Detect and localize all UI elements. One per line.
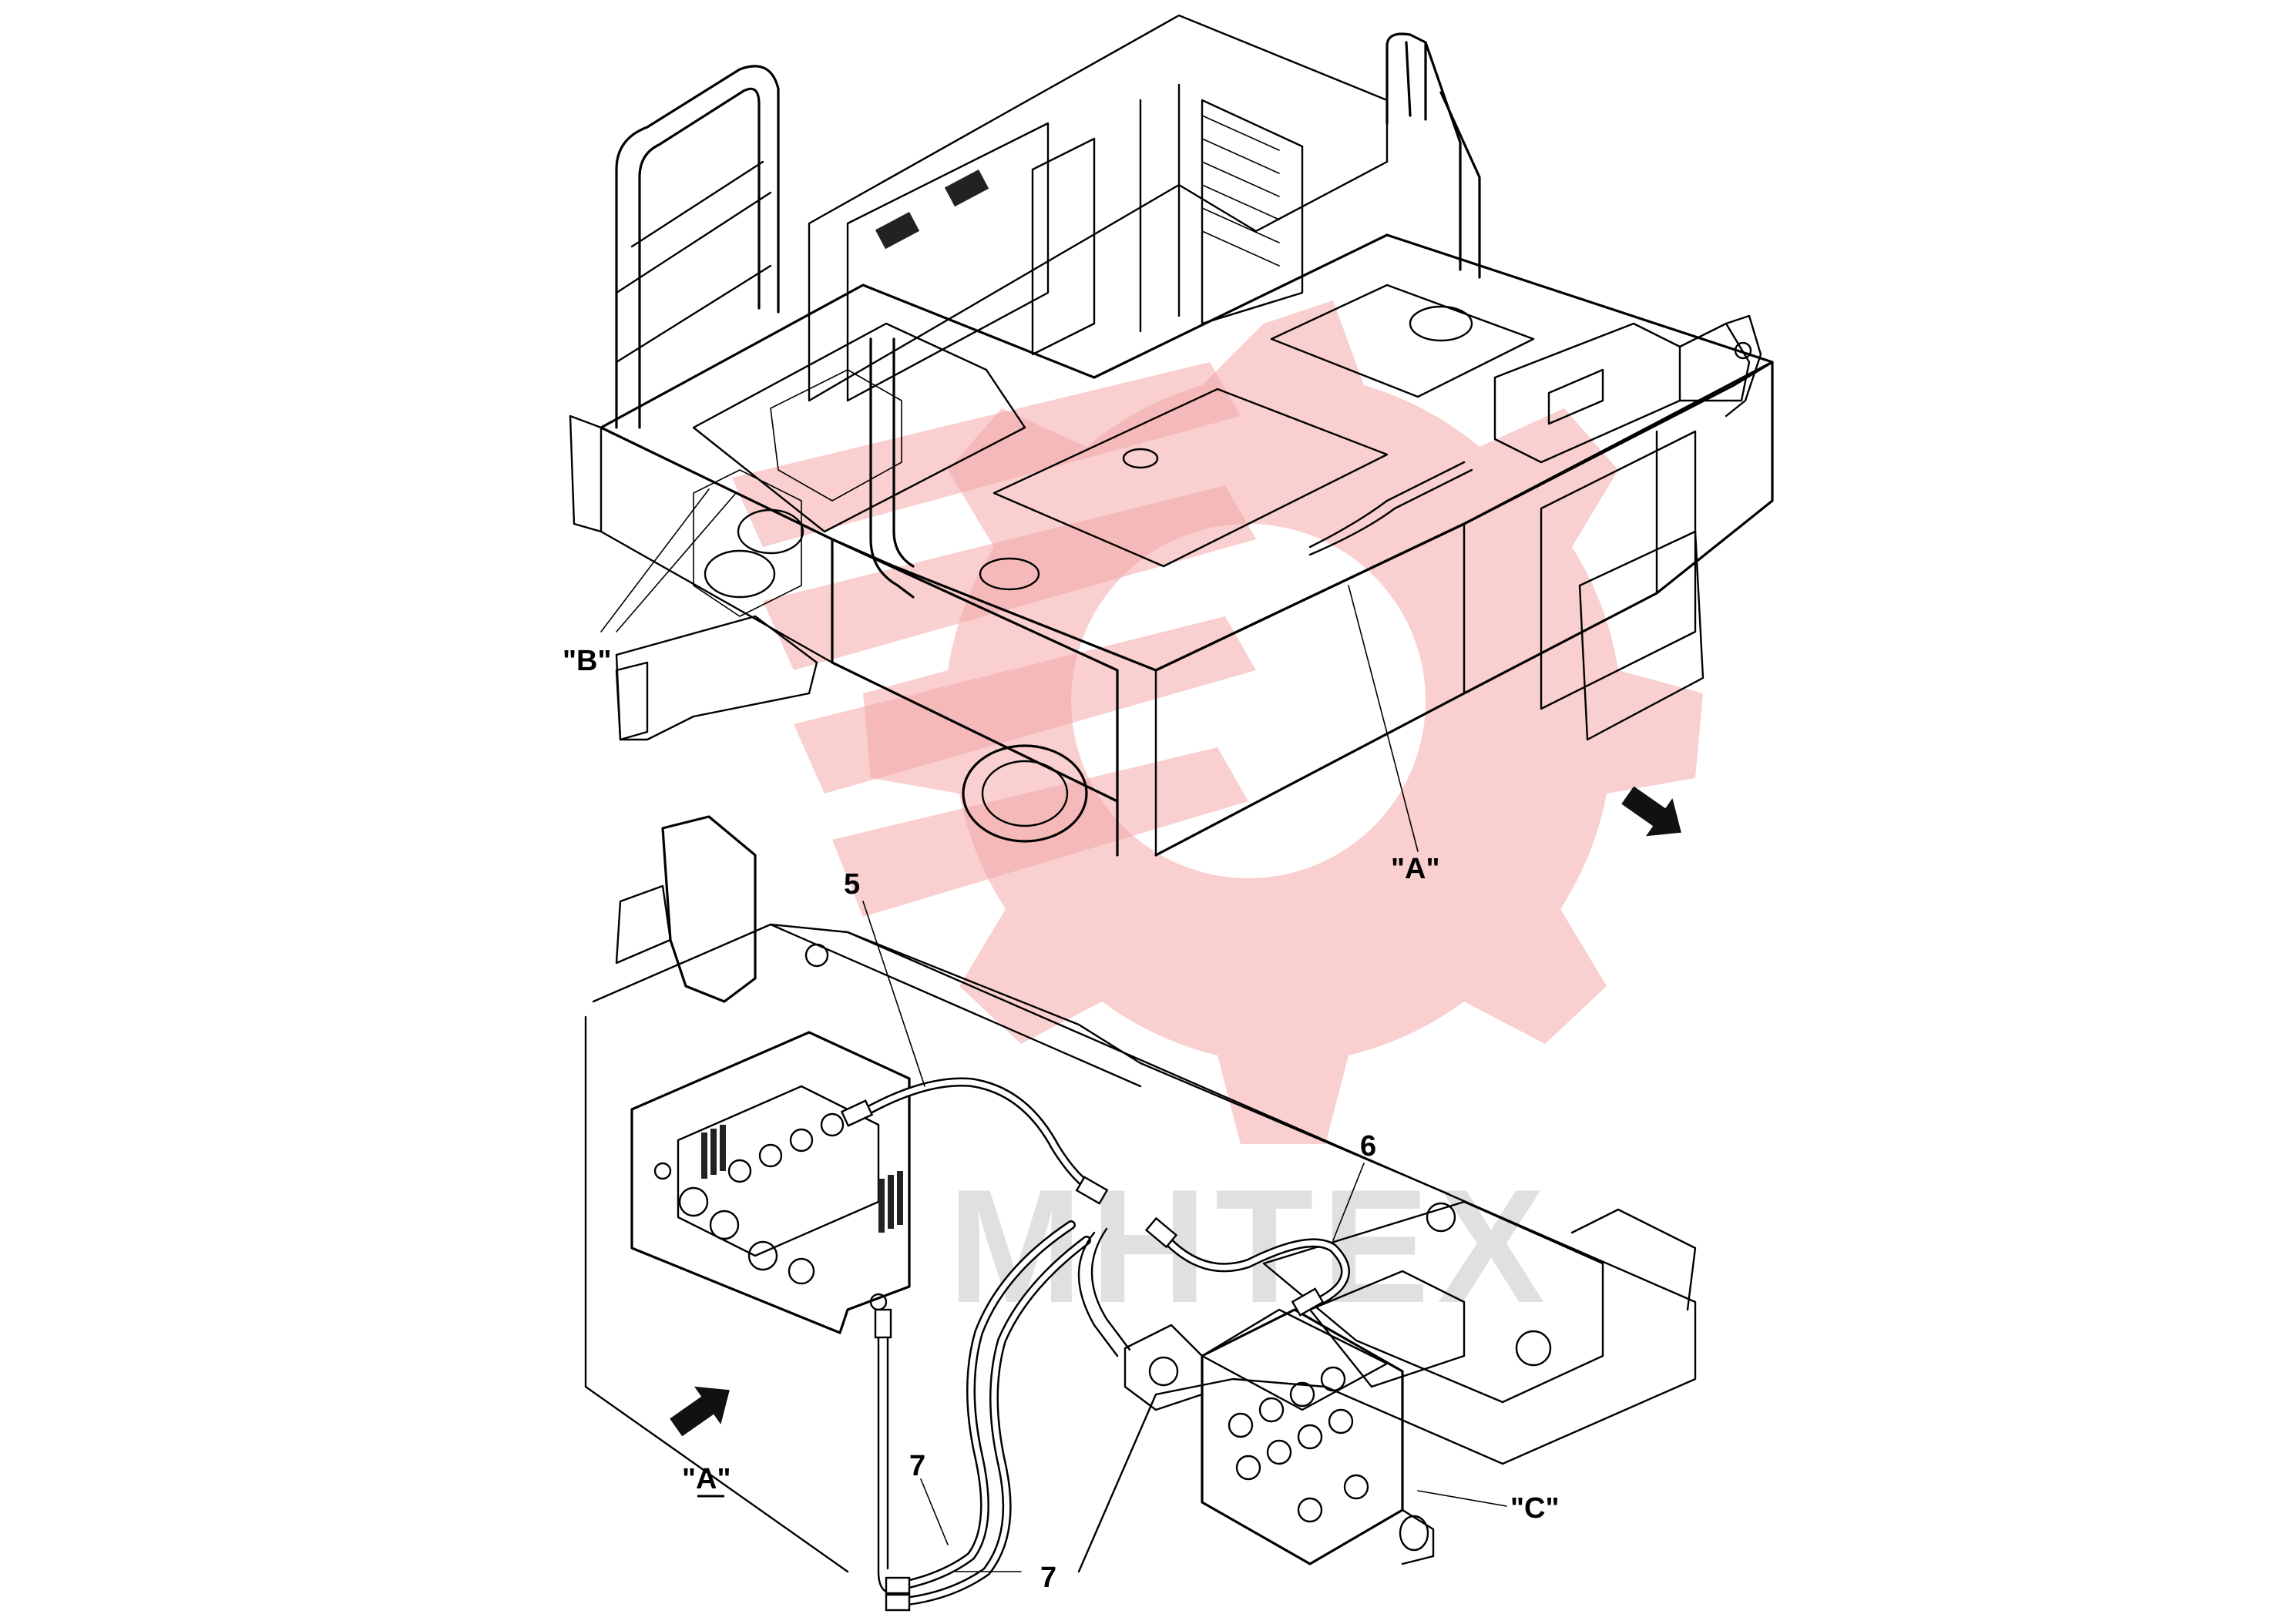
callout-5: 5 — [844, 868, 860, 901]
hydraulic-pump-group — [569, 369, 902, 741]
hose-5 — [840, 1077, 1109, 1205]
callout-7-upper: 7 — [909, 1450, 925, 1482]
left-valve-manifold — [630, 1031, 911, 1334]
view-label-a: "A" — [682, 1463, 731, 1495]
machine-frame-iso-view — [569, 14, 1774, 857]
callout-7-lower: 7 — [1040, 1562, 1056, 1594]
right-guard-rail — [1385, 32, 1481, 279]
hose-7-pair — [874, 1220, 1091, 1612]
watermark-gear-logo — [732, 300, 1703, 1144]
detail-a-view — [584, 815, 1697, 1612]
hose-6 — [1144, 1216, 1350, 1317]
upper-hose-bundle — [1308, 461, 1473, 556]
leader-lines — [600, 488, 1507, 1572]
callout-c: "C" — [1510, 1492, 1559, 1525]
right-valve-manifold — [1123, 1308, 1435, 1565]
callout-a: "A" — [1391, 853, 1439, 885]
callout-b: "B" — [563, 645, 611, 677]
engine-housing — [808, 14, 1389, 402]
main-deck-platform — [600, 233, 1774, 857]
view-direction-arrow-icon — [1621, 786, 1681, 837]
left-guard-rail — [615, 65, 915, 599]
view-direction-arrow-icon — [670, 1386, 730, 1437]
rear-lifting-lug — [1725, 314, 1762, 418]
callout-6: 6 — [1360, 1130, 1376, 1163]
